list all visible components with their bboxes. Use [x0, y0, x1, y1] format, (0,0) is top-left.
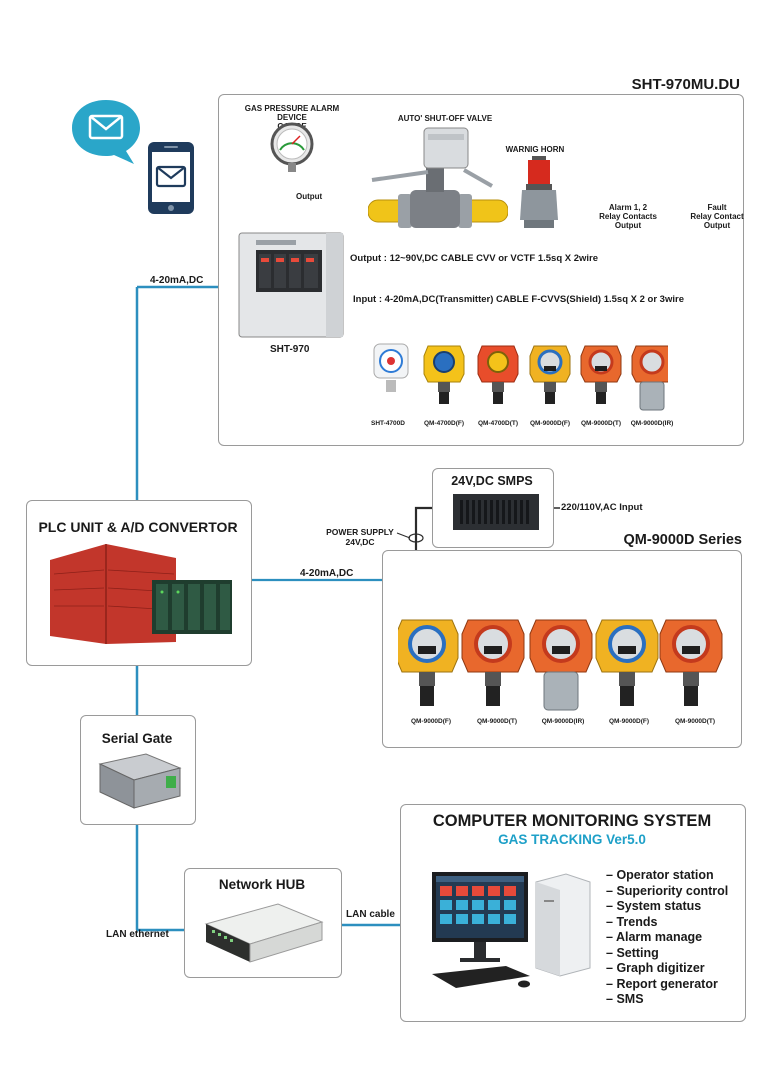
sensor-qm9000df-icon [529, 345, 571, 404]
chat-bubble-icon [72, 100, 140, 164]
sensor-qm9000df-icon [398, 619, 459, 706]
sensor-label: SHT-4700D [371, 420, 405, 427]
sensor-qm9000dir-icon [631, 345, 668, 411]
qm-sensor-labels: QM-9000D(F) QM-9000D(T) QM-9000D(IR) QM-… [392, 718, 732, 730]
monitor-icon [432, 872, 528, 962]
qm-series-title: QM-9000D Series [623, 532, 742, 548]
sensor-label: QM-4700D(T) [477, 420, 519, 427]
feature-list: Operator station Superiority control Sys… [606, 868, 728, 1008]
feature-item: Graph digitizer [606, 961, 728, 977]
sensor-label: QM-9000D(T) [674, 718, 716, 725]
lan-ethernet-label: LAN ethernet [106, 929, 169, 940]
fault-relay-label: Fault Relay Contact Output [690, 203, 744, 231]
mail-icon [88, 114, 124, 140]
lan-cable-label: LAN cable [346, 909, 395, 920]
computer-workstation-icon [432, 872, 591, 988]
sht-sensor-row [373, 343, 668, 411]
ac-input-label: 220/110V,AC Input [561, 502, 643, 513]
sensor-label: QM-9000D(F) [529, 420, 571, 427]
sensor-label: QM-9000D(IR) [630, 420, 674, 427]
smartphone-icon [148, 142, 194, 214]
feature-item: Alarm manage [606, 930, 728, 946]
plc-unit-icon [50, 544, 232, 644]
sensor-qm9000dt-icon [580, 345, 622, 404]
keyboard-icon [432, 966, 530, 988]
power-supply-label: POWER SUPPLY 24V,DC [326, 527, 394, 547]
signal-label-top: 4-20mA,DC [150, 275, 204, 286]
monitoring-subtitle: GAS TRACKING Ver5.0 [498, 832, 646, 847]
sensor-label: QM-9000D(T) [580, 420, 622, 427]
sht-section-title: SHT-970MU.DU [631, 76, 740, 93]
sensor-qm4700dt-icon [477, 345, 519, 404]
sht-sensor-labels: SHT-4700D QM-4700D(F) QM-4700D(T) QM-900… [366, 420, 676, 432]
pressure-gauge-icon [270, 122, 314, 172]
sensor-sht4700d-icon [373, 343, 409, 392]
shutoff-valve-icon [368, 127, 508, 228]
sht970-label: SHT-970 [270, 344, 310, 355]
feature-item: SMS [606, 992, 728, 1008]
sensor-label: QM-9000D(F) [608, 718, 650, 725]
smps-unit-icon [453, 494, 539, 530]
feature-item: Report generator [606, 977, 728, 993]
monitoring-title: COMPUTER MONITORING SYSTEM [432, 812, 712, 830]
sensor-label: QM-9000D(F) [410, 718, 452, 725]
sensor-qm9000dt-icon [461, 619, 525, 706]
sensor-qm9000dir-icon [529, 619, 593, 711]
sensor-label: QM-4700D(F) [423, 420, 465, 427]
output-spec: Output : 12~90V,DC CABLE CVV or VCTF 1.5… [350, 253, 599, 264]
sht970-controller-icon [238, 232, 344, 338]
feature-item: Trends [606, 915, 728, 931]
plc-title: PLC UNIT & A/D CONVERTOR [38, 519, 238, 535]
smps-title: 24V,DC SMPS [451, 474, 533, 488]
warning-horn-icon [520, 156, 558, 228]
sensor-qm9000df-icon [595, 619, 659, 706]
valve-label: AUTO' SHUT-OFF VALVE [397, 114, 493, 123]
pc-tower-icon [535, 873, 591, 977]
plc-signal-label: 4-20mA,DC [300, 568, 354, 579]
gauge-output-label: Output [296, 192, 323, 201]
mouse-icon [518, 980, 530, 988]
feature-item: Setting [606, 946, 728, 962]
sensor-label: QM-9000D(IR) [541, 718, 585, 725]
sensor-qm9000dt-icon [659, 619, 723, 706]
sensor-label: QM-9000D(T) [476, 718, 518, 725]
feature-item: System status [606, 899, 728, 915]
network-hub-icon [204, 903, 324, 963]
feature-item: Superiority control [606, 884, 728, 900]
qm-sensor-row [398, 619, 723, 711]
horn-label: WARNIG HORN [505, 145, 565, 154]
network-hub-title: Network HUB [218, 877, 306, 892]
sensor-qm4700df-icon [423, 345, 465, 404]
serial-gate-device-icon [98, 753, 182, 809]
alarm-relay-label: Alarm 1, 2 Relay Contacts Output [599, 203, 657, 231]
input-spec: Input : 4-20mA,DC(Transmitter) CABLE F-C… [353, 294, 684, 305]
serial-gate-title: Serial Gate [101, 731, 173, 746]
feature-item: Operator station [606, 868, 728, 884]
